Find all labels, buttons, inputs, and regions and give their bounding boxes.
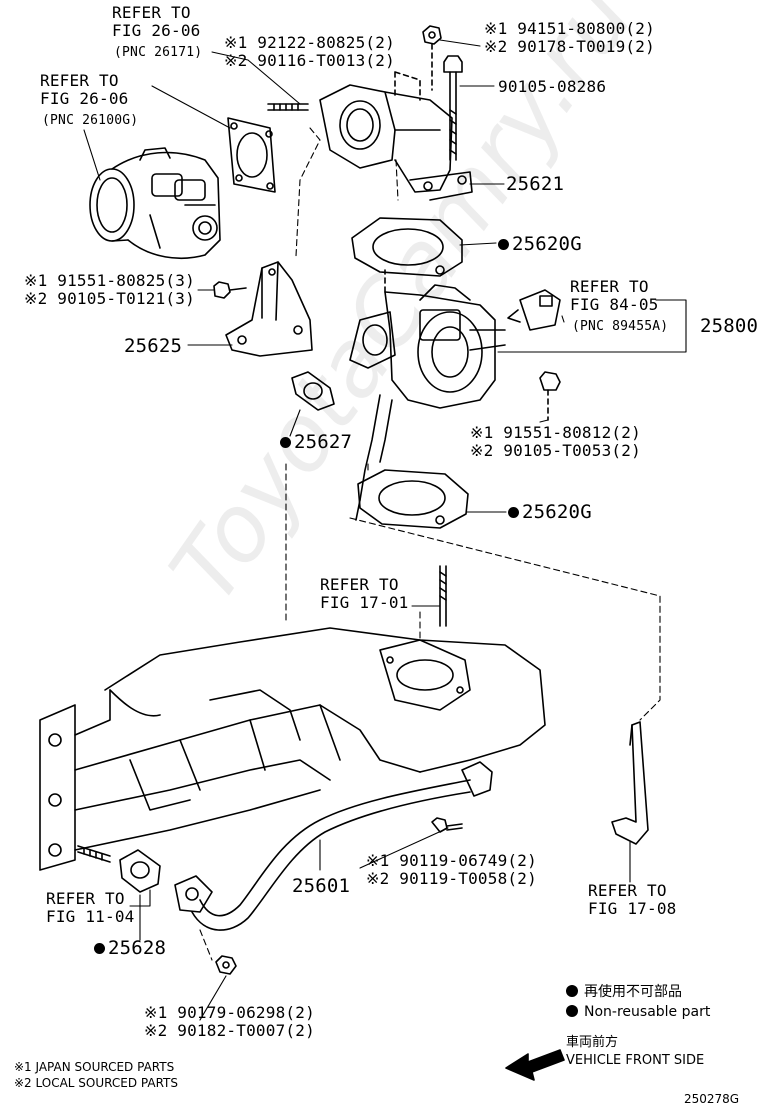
stud-1104-drawing	[77, 845, 111, 863]
refer-fig-8405: REFER TO FIG 84-05	[570, 277, 659, 314]
hose-1708-drawing	[611, 721, 649, 845]
part-91551-80812: ※1 91551-80812(2) ※2 90105-T0053(2)	[470, 423, 641, 460]
part-90105-08286: 90105-08286	[498, 77, 607, 96]
leader-lines	[83, 39, 687, 1021]
refer-fig-2606-throttle: REFER TO FIG 26-06	[40, 71, 129, 108]
nonreusable-dot-icon	[566, 985, 578, 997]
egr-bolt-drawing	[539, 371, 561, 421]
part-25625: 25625	[124, 335, 183, 357]
sensor-drawing	[507, 289, 561, 331]
part-25620g-upper: 25620G	[498, 234, 582, 254]
part-25627: 25627	[280, 432, 352, 452]
nonreusable-dot-icon	[566, 1005, 578, 1017]
egr-gasket-upper-drawing	[351, 217, 463, 277]
part-25800: 25800	[700, 315, 759, 337]
pnc-26100g: (PNC 26100G)	[42, 113, 139, 128]
stud-bolt-drawing	[267, 103, 309, 111]
stud-1701-drawing	[439, 565, 447, 627]
footnote-japan-sourced: ※1 JAPAN SOURCED PARTS	[14, 1060, 175, 1074]
bracket-bolt-drawing	[213, 281, 247, 299]
long-bolt-drawing	[443, 55, 463, 161]
pipe-nut-drawing	[215, 955, 237, 975]
vehicle-front-arrow	[505, 1049, 565, 1081]
legend-front-jp: 車両前方	[566, 1035, 619, 1050]
egr-valve-drawing	[349, 269, 506, 521]
part-25628: 25628	[94, 938, 166, 958]
pnc-26171: (PNC 26171)	[114, 45, 203, 60]
part-25601: 25601	[292, 875, 351, 897]
refer-fig-2606-gasket: REFER TO FIG 26-06	[112, 3, 201, 40]
egr-gasket-lower-drawing	[357, 469, 469, 529]
refer-fig-1708: REFER TO FIG 17-08	[588, 881, 677, 918]
legend-nonreusable-en: Non-reusable part	[566, 1004, 710, 1021]
part-90179-06298: ※1 90179-06298(2) ※2 90182-T0007(2)	[144, 1003, 315, 1040]
part-92122-80825: ※1 92122-80825(2) ※2 90116-T0013(2)	[224, 33, 395, 70]
part-25620g-lower: 25620G	[508, 502, 592, 522]
intake-manifold-drawing	[39, 627, 546, 871]
legend-nonreusable-jp: 再使用不可部品	[566, 984, 682, 1001]
figure-code: 250278G	[684, 1092, 740, 1106]
part-94151-80800: ※1 94151-80800(2) ※2 90178-T0019(2)	[484, 19, 655, 56]
part-90119-06749: ※1 90119-06749(2) ※2 90119-T0058(2)	[366, 851, 537, 888]
gasket-25628-drawing	[119, 849, 161, 893]
dashed-assembly-lines	[199, 127, 661, 961]
refer-fig-1701: REFER TO FIG 17-01	[320, 575, 409, 612]
pnc-89455a: (PNC 89455A)	[572, 319, 669, 334]
throttle-body-drawing	[89, 147, 221, 260]
egr-adapter-drawing	[319, 71, 473, 201]
legend-front-en: VEHICLE FRONT SIDE	[566, 1053, 705, 1068]
egr-pipe-drawing	[174, 761, 493, 931]
footnote-local-sourced: ※2 LOCAL SOURCED PARTS	[14, 1076, 178, 1090]
refer-fig-1104: REFER TO FIG 11-04	[46, 889, 135, 926]
pipe-bolt-drawing	[431, 817, 463, 833]
part-91551-80825: ※1 91551-80825(3) ※2 90105-T0121(3)	[24, 271, 195, 308]
nut-drawing	[422, 25, 442, 91]
gasket-25627-drawing	[291, 371, 335, 411]
part-25621: 25621	[506, 173, 565, 195]
throttle-gasket-drawing	[227, 117, 276, 193]
bracket-drawing	[225, 261, 313, 357]
